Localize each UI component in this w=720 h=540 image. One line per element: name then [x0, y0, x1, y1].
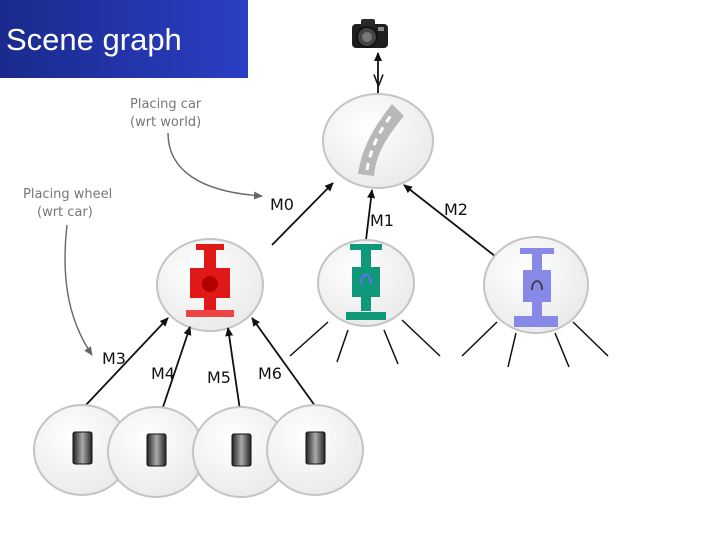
wheel-node-4 — [266, 404, 364, 496]
placing-wheel-pointer — [64, 224, 93, 356]
note-placing-car-1: Placing car — [130, 97, 202, 112]
wheel-node-2 — [107, 406, 205, 498]
label-m2: M2 — [444, 200, 468, 219]
camera-icon — [352, 19, 388, 48]
red-car-icon — [186, 244, 234, 317]
label-m5: M5 — [207, 368, 231, 387]
label-m3: M3 — [102, 349, 126, 368]
placing-car-pointer — [167, 132, 263, 200]
edge-m5 — [225, 327, 241, 411]
title-banner: Scene graph — [0, 0, 248, 78]
edge-m1 — [365, 189, 376, 241]
wheel-icon — [72, 431, 93, 465]
wheel-icon — [305, 431, 326, 465]
wheel-icon — [146, 433, 167, 467]
purple-car-children — [461, 321, 609, 368]
note-placing-wheel-1: Placing wheel — [23, 187, 112, 202]
note-placing-wheel-2: (wrt car) — [37, 205, 93, 220]
view-label: V — [373, 71, 384, 90]
edge-m6 — [251, 317, 319, 411]
slide-title: Scene graph — [6, 22, 182, 57]
wheel-icon — [231, 433, 252, 467]
purple-car-icon — [514, 248, 558, 327]
green-car-icon — [346, 244, 386, 320]
label-m1: M1 — [370, 211, 394, 230]
edge-m0 — [271, 182, 334, 246]
label-m6: M6 — [258, 364, 282, 383]
wheel-node-1 — [33, 404, 131, 496]
green-car-children — [289, 319, 441, 365]
edge-m3 — [84, 317, 169, 407]
edge-m2 — [403, 184, 501, 261]
road-icon — [358, 104, 404, 176]
edge-m4 — [161, 326, 192, 411]
label-m4: M4 — [151, 364, 175, 383]
label-m0: M0 — [270, 195, 294, 214]
note-placing-car-2: (wrt world) — [130, 115, 201, 130]
